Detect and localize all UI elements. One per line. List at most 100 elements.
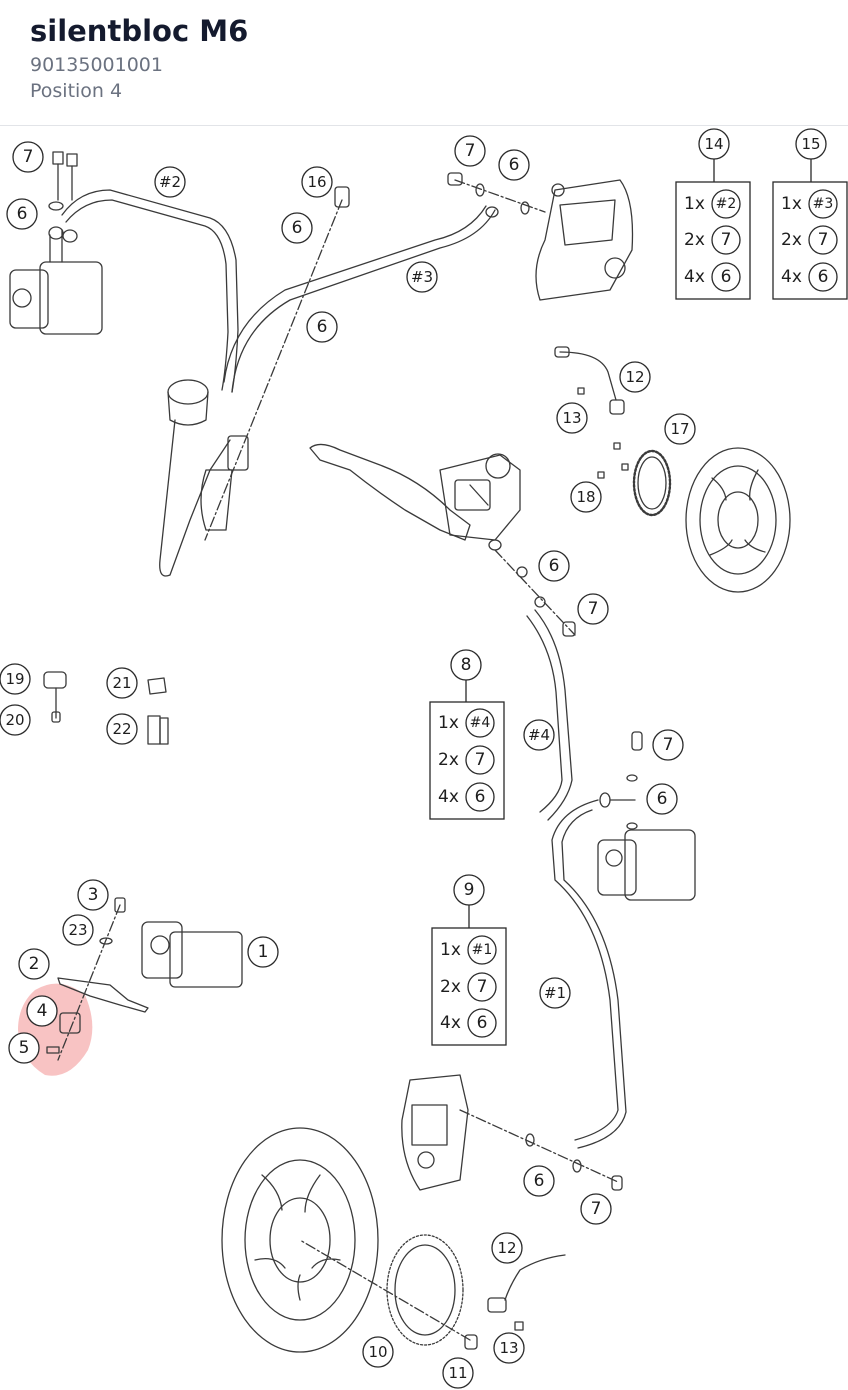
callout-7[interactable] (454, 135, 486, 167)
kit-8-qty-2: 2x (438, 750, 459, 770)
callout-23-text: 23 (68, 921, 87, 939)
callout-7[interactable] (580, 1193, 612, 1225)
rear-caliper-bottom (401, 1074, 623, 1191)
kit-15-qty-1: 1x (781, 194, 802, 214)
callout-7-text: 7 (663, 735, 674, 755)
callout-18[interactable] (570, 481, 602, 513)
callout-15-text: 15 (801, 135, 820, 153)
callout-6[interactable] (646, 783, 678, 815)
kit-14-ref-3: 6 (721, 267, 732, 287)
callout-19[interactable] (0, 663, 31, 695)
callout-20[interactable] (0, 704, 31, 736)
kit-14-ring-1 (711, 189, 741, 219)
brake-disc-front (685, 447, 791, 593)
kit-14-ring-3 (711, 262, 741, 292)
callout-1-text: 1 (258, 942, 269, 962)
callout-7[interactable] (652, 729, 684, 761)
abs-unit-top-left (9, 151, 103, 335)
callout-17[interactable] (664, 413, 696, 445)
kit-14-qty-3: 4x (684, 267, 705, 287)
kit-14-qty-2: 2x (684, 230, 705, 250)
callout-20-text: 20 (5, 711, 24, 729)
callout-4[interactable] (26, 995, 58, 1027)
callout-6-text: 6 (657, 789, 668, 809)
callout-13[interactable] (493, 1332, 525, 1364)
part-header: silentbloc M6 90135001001 Position 4 (0, 0, 848, 126)
kit-9-ref-1: #1 (472, 942, 493, 958)
callout-21[interactable] (106, 667, 138, 699)
callout-5[interactable] (8, 1032, 40, 1064)
callout-6-text: 6 (534, 1171, 545, 1191)
brake-line-2 (61, 189, 239, 393)
callout-2[interactable] (18, 948, 50, 980)
callout-7-text: 7 (588, 599, 599, 619)
speed-sensor-front (554, 346, 625, 415)
kit-15-qty-3: 4x (781, 267, 802, 287)
brake-line-3 (223, 205, 496, 393)
callout-21-text: 21 (112, 674, 131, 692)
callout-7-text: 7 (591, 1199, 602, 1219)
callout-hash-3[interactable] (406, 261, 438, 293)
abs-ring-rear (299, 1234, 478, 1350)
callout-5-text: 5 (19, 1038, 30, 1058)
part-position: Position 4 (30, 80, 123, 102)
callout-6-text: 6 (549, 556, 560, 576)
master-cylinder-left (159, 379, 249, 577)
kit-8-ring-3 (465, 782, 495, 812)
callout-7[interactable] (12, 141, 44, 173)
callout-1[interactable] (247, 936, 279, 968)
callout-17-text: 17 (670, 420, 689, 438)
callout-hash-2[interactable] (154, 166, 186, 198)
callout-12[interactable] (491, 1232, 523, 1264)
kit-9-ring-1 (467, 935, 497, 965)
kit-9-ring-2 (467, 972, 497, 1002)
callout-22[interactable] (106, 713, 138, 745)
callout-6[interactable] (523, 1165, 555, 1197)
callout-18-text: 18 (576, 488, 595, 506)
callout-4-text: 4 (37, 1001, 48, 1021)
callout-hash-4[interactable] (523, 719, 555, 751)
callout-6-text: 6 (292, 218, 303, 238)
callout-16[interactable] (301, 166, 333, 198)
callout-13-text: 13 (562, 409, 581, 427)
kit-box-15 (772, 181, 848, 300)
callout-12[interactable] (619, 361, 651, 393)
kit-9-ref-2: 7 (477, 977, 488, 997)
callout-6[interactable] (538, 550, 570, 582)
callout-hash-1[interactable] (539, 977, 571, 1009)
callout-7-text: 7 (23, 147, 34, 167)
callout-6[interactable] (306, 311, 338, 343)
callout-6[interactable] (498, 149, 530, 181)
callout-10-text: 10 (368, 1343, 387, 1361)
callout-10[interactable] (362, 1336, 394, 1368)
abs-ring-front (577, 387, 672, 517)
part-number: 90135001001 (30, 54, 163, 76)
abs-unit-right (597, 731, 696, 901)
callout-11[interactable] (442, 1357, 474, 1389)
callout-7[interactable] (577, 593, 609, 625)
abs-bracket-assembly (46, 897, 243, 1061)
callout-13-text: 13 (499, 1339, 518, 1357)
kit-box-8 (429, 701, 505, 820)
callout-hash-4-text: #4 (528, 726, 550, 744)
kit-9-ring-3 (467, 1008, 497, 1038)
callout-3[interactable] (77, 879, 109, 911)
callout-22-text: 22 (112, 720, 131, 738)
kit-9-qty-1: 1x (440, 940, 461, 960)
kit-8-ref-2: 7 (475, 750, 486, 770)
kit-15-ring-3 (808, 262, 838, 292)
callout-7-text: 7 (465, 141, 476, 161)
callout-13[interactable] (556, 402, 588, 434)
callout-11-text: 11 (448, 1364, 467, 1382)
callout-6[interactable] (281, 212, 313, 244)
front-caliper-top (447, 172, 634, 301)
callout-hash-1-text: #1 (544, 984, 566, 1002)
kit-15-qty-2: 2x (781, 230, 802, 250)
callout-23[interactable] (62, 914, 94, 946)
callout-6[interactable] (6, 198, 38, 230)
brake-disc-rear (221, 1127, 379, 1353)
kit-8-qty-1: 1x (438, 713, 459, 733)
exploded-parts-diagram: 7 6 #2 16 6 6 #3 7 6 12 13 17 18 6 7 19 … (0, 128, 848, 1389)
callout-12-text: 12 (625, 368, 644, 386)
kit-9-qty-2: 2x (440, 977, 461, 997)
